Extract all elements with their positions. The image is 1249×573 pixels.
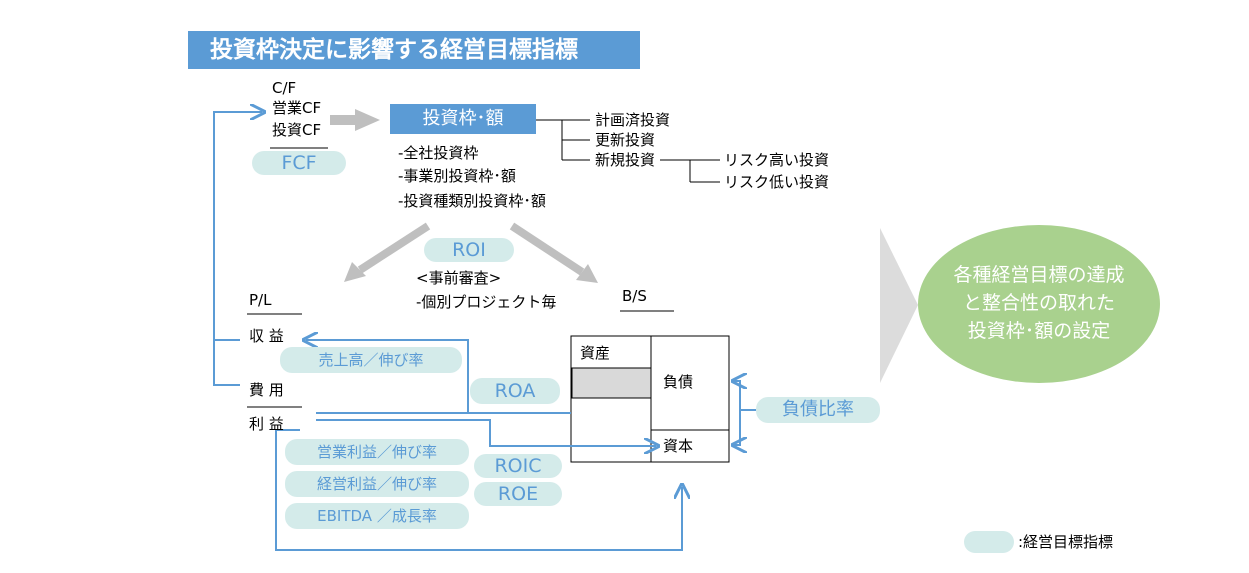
roe-connector bbox=[316, 419, 656, 446]
result-line-2: と整合性の取れた bbox=[962, 292, 1115, 314]
invest-list-type: -投資種類別投資枠･額 bbox=[398, 192, 546, 210]
invest-list-business: -事業別投資枠･額 bbox=[398, 167, 516, 185]
invest-to-bs-arrow bbox=[509, 222, 585, 276]
header-rules bbox=[247, 147, 674, 408]
cf-item-investing: 投資CF bbox=[272, 121, 322, 139]
debt-ratio-bracket bbox=[733, 380, 741, 446]
indicator-debt-ratio: 負債比率 bbox=[756, 397, 880, 423]
cf-to-invest-arrow bbox=[330, 109, 380, 131]
bs-liabilities: 負債 bbox=[663, 373, 694, 391]
branch-new: 新規投資 bbox=[595, 151, 656, 169]
indicator-op-profit: 営業利益／伸び率 bbox=[285, 439, 469, 465]
bs-header: B/S bbox=[622, 287, 647, 305]
fcf-indicator: FCF bbox=[252, 151, 346, 175]
result-ellipse bbox=[918, 225, 1160, 383]
branch-renewal: 更新投資 bbox=[595, 131, 656, 149]
invest-to-pl-arrow bbox=[357, 222, 431, 274]
legend-label: :経営目標指標 bbox=[1018, 533, 1114, 551]
sub-branch-high-risk: リスク高い投資 bbox=[724, 151, 830, 169]
roi-line-project: -個別プロジェクト毎 bbox=[416, 293, 557, 311]
pl-profit: 利 益 bbox=[249, 415, 284, 433]
indicator-roic: ROIC bbox=[474, 454, 562, 478]
indicator-sales: 売上高／伸び率 bbox=[280, 347, 462, 373]
bs-assets-gray-cell bbox=[571, 367, 652, 399]
cf-header: C/F bbox=[272, 79, 297, 97]
roi-indicator: ROI bbox=[424, 238, 514, 262]
pl-to-cf-loop bbox=[213, 339, 240, 386]
profit-to-bs-loop bbox=[275, 429, 682, 551]
result-line-3: 投資枠･額の設定 bbox=[967, 320, 1111, 342]
invest-list-company: -全社投資枠 bbox=[398, 144, 479, 162]
roi-line-review: <事前審査> bbox=[416, 269, 502, 287]
legend-swatch bbox=[964, 531, 1014, 553]
indicator-ord-profit: 経営利益／伸び率 bbox=[285, 471, 469, 497]
pl-revenue: 収 益 bbox=[249, 327, 284, 345]
result-line-1: 各種経営目標の達成 bbox=[953, 264, 1125, 286]
indicator-ebitda: EBITDA ／成長率 bbox=[285, 503, 469, 529]
bs-equity: 資本 bbox=[663, 437, 694, 455]
bs-assets: 資産 bbox=[580, 344, 611, 362]
invest-frame-box: 投資枠･額 bbox=[390, 104, 536, 134]
pl-expense: 費 用 bbox=[249, 381, 284, 399]
pl-header: P/L bbox=[249, 291, 272, 309]
page-title: 投資枠決定に影響する経営目標指標 bbox=[188, 31, 640, 69]
sub-branch-low-risk: リスク低い投資 bbox=[724, 173, 830, 191]
branch-planned: 計画済投資 bbox=[595, 111, 671, 129]
cf-item-operating: 営業CF bbox=[272, 99, 322, 117]
branch-lines bbox=[535, 119, 720, 183]
indicator-roe: ROE bbox=[474, 482, 562, 506]
chevron-arrow-shape bbox=[880, 228, 918, 383]
indicator-roa: ROA bbox=[470, 378, 560, 404]
